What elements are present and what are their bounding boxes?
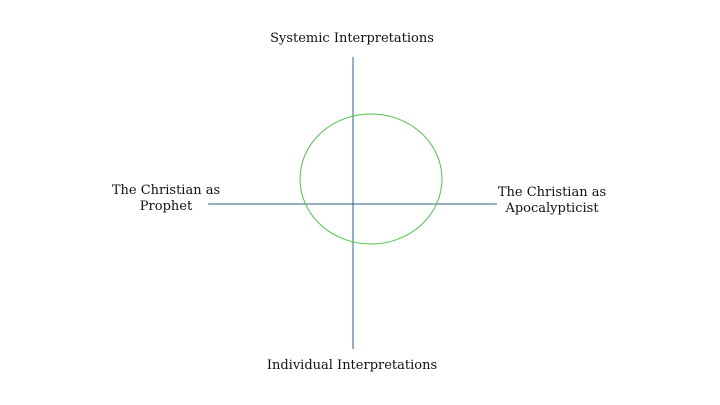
axis-label-left: The Christian as Prophet [96, 183, 236, 215]
axis-label-bottom-text: Individual Interpretations [266, 358, 438, 373]
axis-label-right-line-2: Apocalypticist [505, 201, 599, 216]
axis-label-top: Systemic Interpretations [232, 31, 472, 47]
axis-label-right: The Christian as Apocalypticist [474, 185, 630, 217]
axis-label-right-line-1: The Christian as [497, 185, 607, 200]
axis-label-bottom: Individual Interpretations [232, 358, 472, 374]
axis-label-left-line-1: The Christian as [111, 183, 221, 198]
axis-label-left-line-2: Prophet [139, 199, 193, 214]
axis-label-top-text: Systemic Interpretations [270, 31, 434, 46]
overlap-circle [299, 113, 443, 245]
